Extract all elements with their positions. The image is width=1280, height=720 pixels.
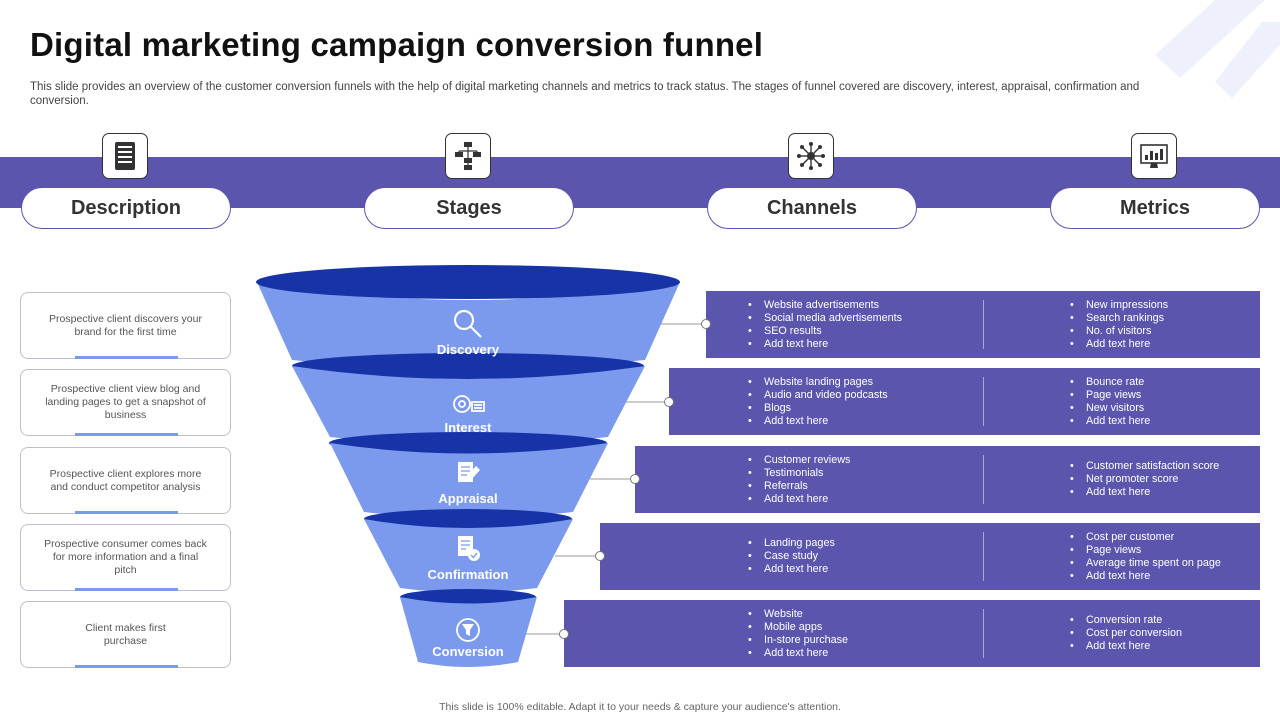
list-item: Add text here [748, 415, 888, 428]
list-item: Add text here [748, 563, 835, 576]
header-description: Description [21, 187, 231, 229]
list-item: Conversion rate [1070, 614, 1182, 627]
list-item: Social media advertisements [748, 312, 902, 325]
channels-list: Landing pages Case study Add text here [748, 537, 835, 576]
column-divider [983, 532, 984, 581]
list-item: Website advertisements [748, 299, 902, 312]
list-item: Landing pages [748, 537, 835, 550]
channels-metrics-confirmation: Landing pages Case study Add text here C… [600, 523, 1260, 590]
list-item: Audio and video podcasts [748, 389, 888, 402]
header-channels: Channels [707, 187, 917, 229]
metrics-list: Bounce rate Page views New visitors Add … [1070, 376, 1150, 428]
stage-label-confirmation: Confirmation [428, 567, 509, 582]
channels-metrics-discovery: Website advertisements Social media adve… [706, 291, 1260, 358]
list-item: Customer reviews [748, 454, 850, 467]
stage-label-interest: Interest [445, 420, 493, 435]
channels-list: Website advertisements Social media adve… [748, 299, 902, 351]
column-divider [983, 377, 984, 426]
list-item: Website landing pages [748, 376, 888, 389]
page-subtitle: This slide provides an overview of the c… [30, 81, 1140, 107]
magnifier-icon [453, 309, 482, 338]
description-box-confirmation: Prospective consumer comes back for more… [20, 524, 231, 591]
funnel-layer-interest [292, 353, 645, 445]
list-item: Add text here [1070, 415, 1150, 428]
page-title: Digital marketing campaign conversion fu… [30, 26, 764, 63]
flowchart-icon [445, 133, 491, 179]
list-item: Add text here [1070, 640, 1182, 653]
dashboard-monitor-icon [1131, 133, 1177, 179]
column-divider [983, 455, 984, 504]
metrics-list: Cost per customer Page views Average tim… [1070, 531, 1221, 583]
metrics-list: Customer satisfaction score Net promoter… [1070, 460, 1219, 499]
document-pen-icon [458, 462, 480, 482]
description-accent-bar [75, 588, 178, 591]
channels-list: Website landing pages Audio and video po… [748, 376, 888, 428]
list-item: Blogs [748, 402, 888, 415]
header-stages: Stages [364, 187, 574, 229]
description-text: Prospective consumer comes back for more… [44, 538, 207, 576]
list-item: Average time spent on page [1070, 557, 1221, 570]
channels-metrics-interest: Website landing pages Audio and video po… [669, 368, 1260, 435]
list-item: Add text here [1070, 486, 1219, 499]
footer-note: This slide is 100% editable. Adapt it to… [439, 701, 841, 713]
list-item: Cost per conversion [1070, 627, 1182, 640]
list-item: Testimonials [748, 467, 850, 480]
list-item: New impressions [1070, 299, 1168, 312]
list-item: Page views [1070, 389, 1150, 402]
description-text: Prospective client discovers your brand … [49, 312, 202, 338]
funnel-connectors [520, 323, 706, 635]
list-item: Referrals [748, 480, 850, 493]
description-text: Prospective client explores more and con… [49, 467, 202, 493]
channels-metrics-appraisal: Customer reviews Testimonials Referrals … [635, 446, 1260, 513]
document-check-icon [458, 536, 480, 561]
list-item: In-store purchase [748, 634, 848, 647]
description-accent-bar [75, 433, 178, 436]
list-item: Search rankings [1070, 312, 1168, 325]
list-item: Mobile apps [748, 621, 848, 634]
description-text: Prospective client view blog and landing… [45, 383, 206, 421]
stage-label-appraisal: Appraisal [438, 491, 497, 506]
list-item: No. of visitors [1070, 325, 1168, 338]
list-item: SEO results [748, 325, 902, 338]
list-item: Add text here [748, 647, 848, 660]
description-box-appraisal: Prospective client explores more and con… [20, 447, 231, 514]
description-box-conversion: Client makes first purchase [20, 601, 231, 668]
channels-list: Customer reviews Testimonials Referrals … [748, 454, 850, 506]
list-item: New visitors [1070, 402, 1150, 415]
description-box-discovery: Prospective client discovers your brand … [20, 292, 231, 359]
metrics-list: Conversion rate Cost per conversion Add … [1070, 614, 1182, 653]
column-divider [983, 609, 984, 658]
list-item: Page views [1070, 544, 1221, 557]
list-item: Website [748, 608, 848, 621]
description-accent-bar [75, 665, 178, 668]
list-item: Net promoter score [1070, 473, 1219, 486]
channels-list: Website Mobile apps In-store purchase Ad… [748, 608, 848, 660]
description-accent-bar [75, 511, 178, 514]
list-item: Customer satisfaction score [1070, 460, 1219, 473]
stage-label-discovery: Discovery [437, 342, 500, 357]
description-accent-bar [75, 356, 178, 359]
network-hub-icon [788, 133, 834, 179]
stage-label-conversion: Conversion [432, 644, 504, 659]
list-item: Add text here [748, 493, 850, 506]
description-box-interest: Prospective client view blog and landing… [20, 369, 231, 436]
list-item: Bounce rate [1070, 376, 1150, 389]
list-item: Add text here [748, 338, 902, 351]
metrics-list: New impressions Search rankings No. of v… [1070, 299, 1168, 351]
list-item: Case study [748, 550, 835, 563]
list-item: Add text here [1070, 338, 1168, 351]
interest-gears-icon [453, 395, 485, 413]
list-item: Add text here [1070, 570, 1221, 583]
server-icon [102, 133, 148, 179]
list-item: Cost per customer [1070, 531, 1221, 544]
funnel-layer-discovery [256, 265, 680, 369]
description-text: Client makes first purchase [85, 621, 166, 647]
column-divider [983, 300, 984, 349]
channels-metrics-conversion: Website Mobile apps In-store purchase Ad… [564, 600, 1260, 667]
funnel-cycle-icon [456, 618, 480, 642]
header-metrics: Metrics [1050, 187, 1260, 229]
